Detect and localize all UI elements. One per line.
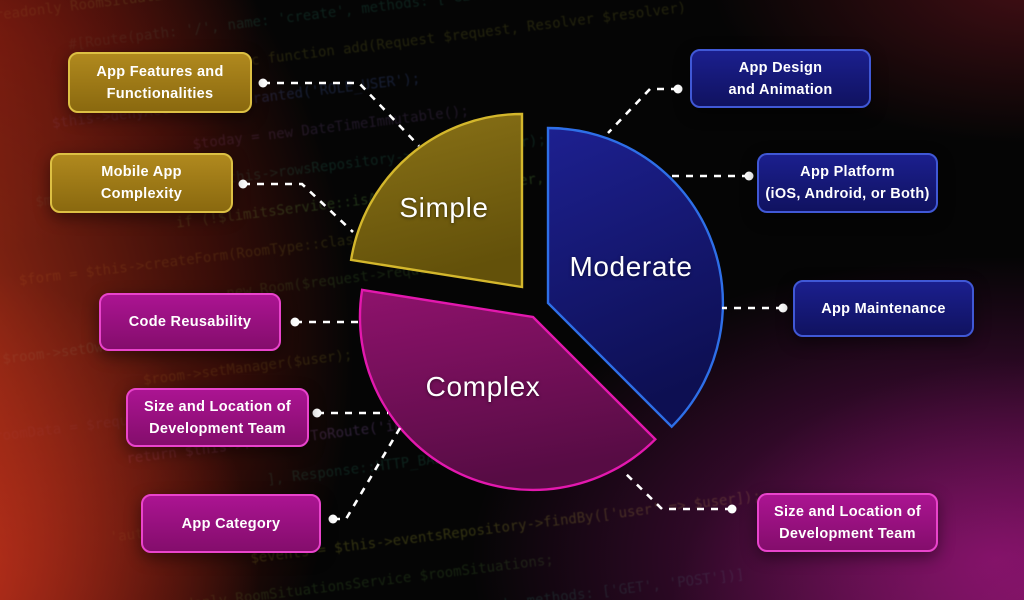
- label-app-maintenance: App Maintenance: [793, 280, 974, 337]
- label-text: App Design: [738, 59, 823, 76]
- label-text: (iOS, Android, or Both): [765, 186, 930, 202]
- pie-wedge-moderate: [546, 126, 725, 429]
- label-text: App Maintenance: [821, 300, 946, 317]
- label-code-reusability: Code Reusability: [99, 293, 281, 351]
- connector-dot: [258, 78, 268, 88]
- connector-dot: [312, 408, 322, 418]
- connector-dot: [727, 504, 737, 514]
- connector-line: [607, 87, 678, 134]
- connector-line: [624, 472, 732, 511]
- label-app-design-and-animation: App Design and Animation: [690, 49, 871, 108]
- connector-dot: [778, 303, 788, 313]
- connector-dot: [328, 514, 338, 524]
- label-app-category: App Category: [141, 494, 321, 553]
- label-size-and-location-left: Size and Location of Development Team: [126, 388, 309, 447]
- connector-line: [263, 81, 420, 147]
- connector-dot: [673, 84, 683, 94]
- pie-wedge-simple: [349, 112, 524, 289]
- label-app-features-and-functionalities: App Features and Functionalities: [68, 52, 252, 113]
- label-mobile-app-complexity: Mobile App Complexity: [50, 153, 233, 213]
- connector-line: [243, 182, 354, 233]
- connector-dot: [238, 179, 248, 189]
- label-text: App Features and: [96, 63, 224, 80]
- pie-wedge-complex: [358, 288, 657, 492]
- connector-dot: [290, 317, 300, 327]
- label-text: Complexity: [100, 186, 183, 202]
- label-text: Size and Location of: [774, 503, 921, 520]
- label-text: App Category: [181, 515, 281, 532]
- label-text: Mobile App: [101, 164, 182, 180]
- label-text: Functionalities: [106, 85, 214, 102]
- label-text: Code Reusability: [128, 314, 252, 330]
- label-text: App Platform: [800, 164, 895, 180]
- label-size-and-location-right: Size and Location of Development Team: [757, 493, 938, 552]
- label-text: and Animation: [728, 81, 833, 98]
- label-text: Development Team: [149, 420, 286, 437]
- wedge-label-simple: Simple: [399, 192, 489, 223]
- label-text: Size and Location of: [144, 398, 291, 415]
- label-text: Development Team: [779, 525, 916, 542]
- connector-dot: [744, 171, 754, 181]
- wedge-label-moderate: Moderate: [569, 251, 693, 282]
- wedge-label-complex: Complex: [425, 371, 541, 402]
- connector-line: [333, 427, 402, 521]
- label-app-platform: App Platform (iOS, Android, or Both): [757, 153, 938, 213]
